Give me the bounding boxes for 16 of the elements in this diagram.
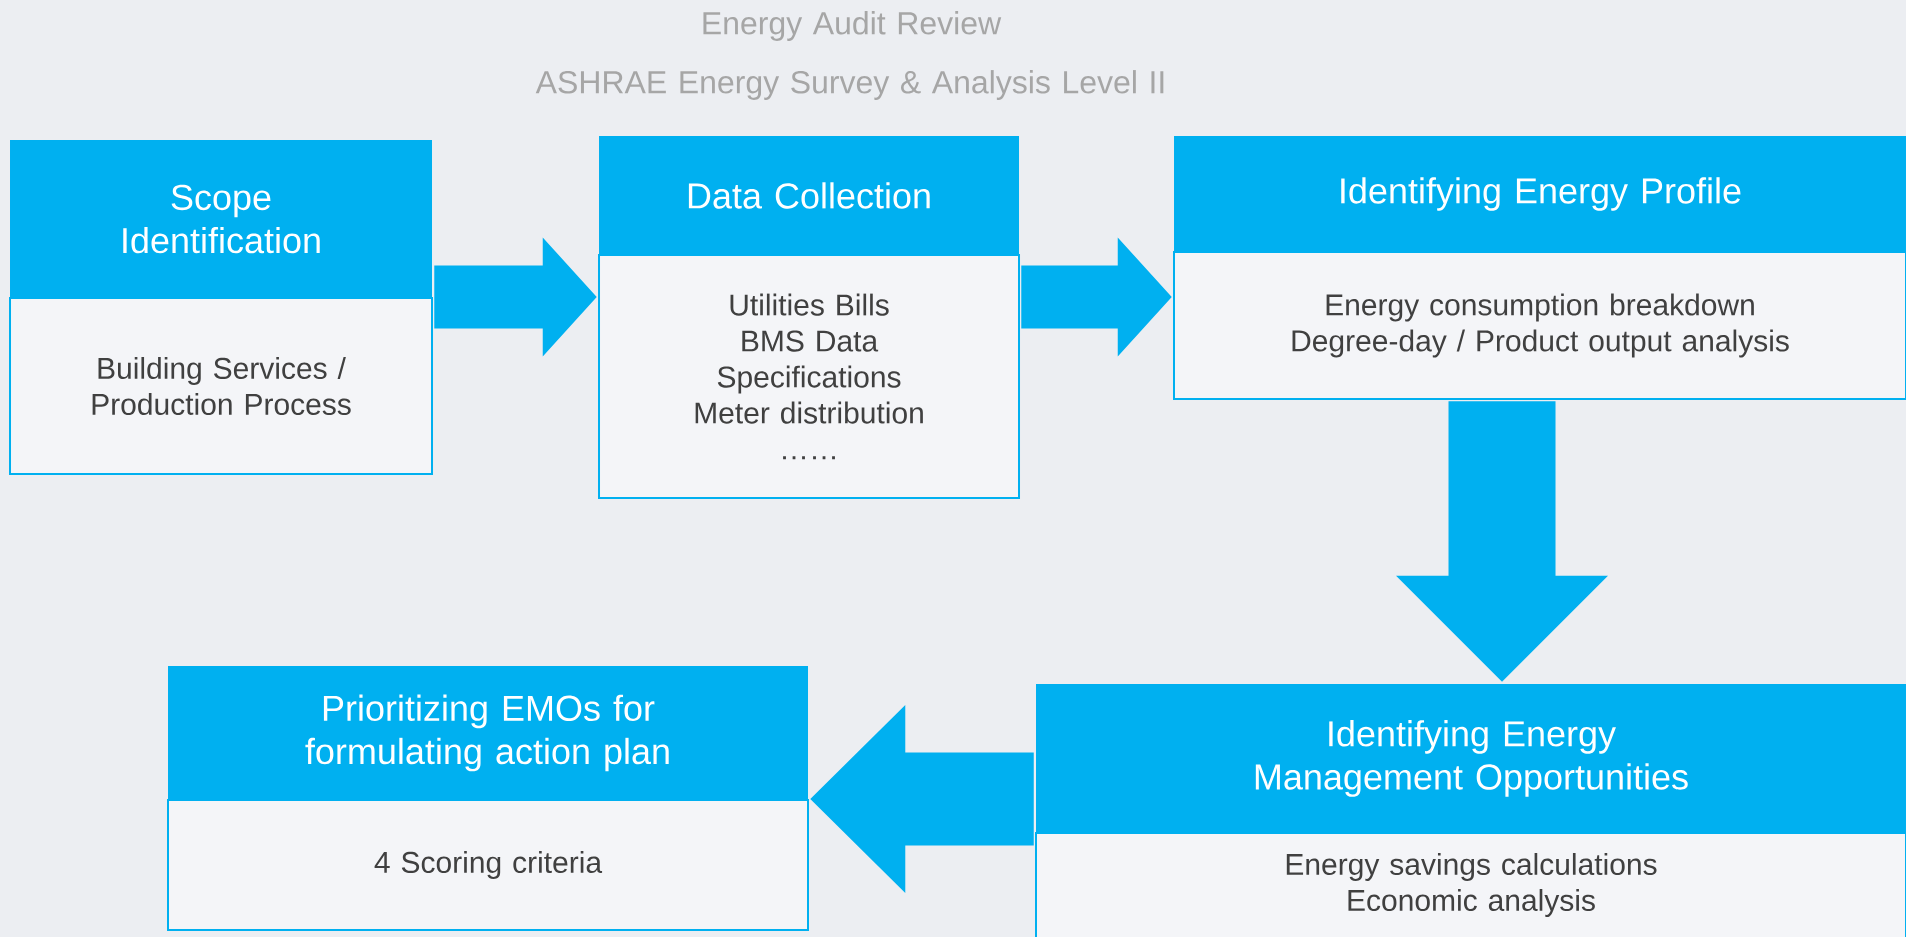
block-arrow bbox=[434, 237, 597, 357]
step-card: Identifying Energy Profile Energy consumption breakdown Degree-day / Product output analysis bbox=[1173, 136, 1906, 400]
node-label: Data Collection bbox=[688, 182, 930, 209]
block-arrow bbox=[1396, 401, 1608, 682]
node-label: 4 Scoring criteria bbox=[374, 851, 603, 879]
step-card: Scope Identification Building Services / Production Process bbox=[9, 140, 433, 475]
node-label: Identifying Energy Management Opportunities bbox=[1255, 720, 1688, 797]
step-card: Data Collection Utilities Bills BMS Data Specifications Meter distribution …… bbox=[598, 136, 1020, 499]
node-label: Identifying Energy Profile bbox=[1341, 177, 1741, 211]
subtitle: ASHRAE Energy Survey & Analysis Level II bbox=[535, 70, 1164, 100]
node-label: Scope Identification bbox=[123, 184, 320, 254]
block-arrow bbox=[1021, 237, 1172, 357]
step-card: Prioritizing EMOs for formulating action plan 4 Scoring criteria bbox=[167, 666, 809, 931]
block-arrow bbox=[810, 705, 1034, 893]
title: Energy Audit Review bbox=[703, 11, 1002, 41]
step-card: Identifying Energy Management Opportunities Energy savings calculations Economic analysis bbox=[1035, 684, 1906, 937]
